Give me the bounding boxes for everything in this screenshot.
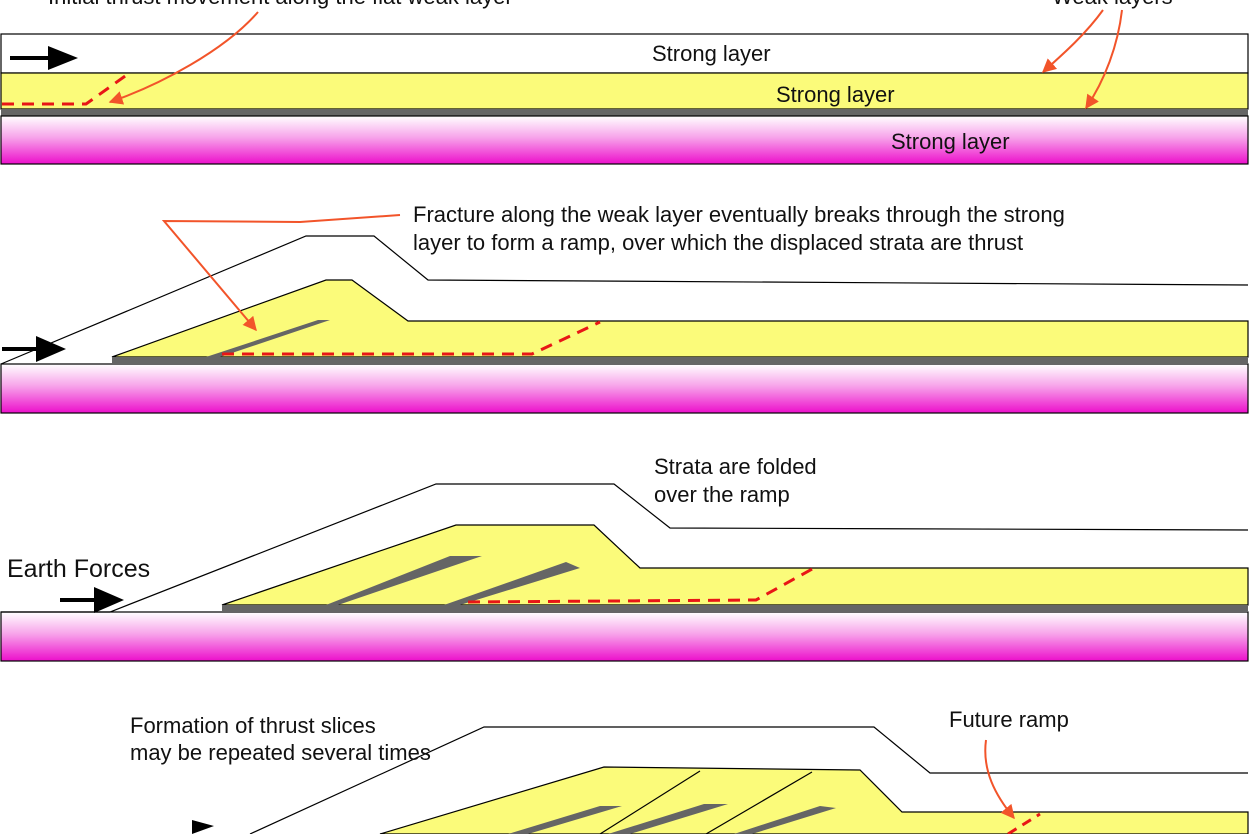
weak-layer-ramp (206, 320, 330, 357)
pointer-to-initial-fracture (108, 11, 259, 105)
middle-layer-label: Strong layer (776, 82, 895, 107)
panel-1-initial-thrust: Initial thrust movement along the flat w… (0, 0, 1249, 165)
yellow-thrust-sheet (111, 279, 1249, 358)
top-layer-label: Strong layer (652, 41, 771, 66)
slice-boundaries (599, 770, 813, 834)
thrust-arrow-icon (192, 820, 214, 834)
weak-layer-flat (112, 357, 1248, 364)
fracture-line (467, 566, 815, 604)
panel-4-thrust-slices: Formation of thrust slices may be repeat… (130, 707, 1249, 834)
weak-layer-ramp-2 (444, 562, 580, 605)
bottom-layer-label: Strong layer (891, 129, 1010, 154)
yellow-thrust-sheet (379, 766, 1249, 834)
yellow-thrust-sheet (221, 524, 1249, 606)
panel-2-ramp-formation: Fracture along the weak layer eventually… (0, 202, 1249, 414)
future-ramp-label: Future ramp (949, 707, 1069, 732)
weak-layer (1, 109, 1248, 116)
pointer-to-lower-weak-layer (1085, 9, 1123, 110)
weak-layer-ramp-2 (608, 804, 728, 834)
middle-strong-layer (0, 72, 1249, 110)
caption-fold-line1: Strata are folded (654, 454, 817, 479)
caption-slices-line2: may be repeated several times (130, 740, 431, 765)
thrust-arrow-icon (10, 46, 78, 70)
weak-layer-ramp-1 (508, 806, 622, 834)
weak-layer-ramp-1 (326, 556, 482, 605)
basement-layer (0, 611, 1249, 662)
thrust-arrow-icon (2, 336, 66, 362)
future-fracture-line (1007, 812, 1041, 834)
thrust-arrow-icon (60, 587, 124, 613)
upper-strata-outline (249, 726, 1248, 834)
pointer-to-future-ramp (984, 739, 1015, 820)
caption-fold-line2: over the ramp (654, 482, 790, 507)
basement-layer (0, 363, 1249, 414)
panel-3-folding: Earth Forces Strata are folded over the … (0, 454, 1249, 662)
upper-strata-outline (0, 235, 1249, 365)
fracture-line (222, 320, 601, 356)
caption-slices-line1: Formation of thrust slices (130, 713, 376, 738)
pointer-to-ramp (161, 214, 401, 332)
bottom-strong-layer (0, 115, 1249, 165)
caption-initial-thrust: Initial thrust movement along the flat w… (48, 0, 513, 9)
weak-layer-flat (222, 605, 1248, 612)
caption-ramp-line2: layer to form a ramp, over which the dis… (413, 230, 1023, 255)
caption-ramp-line1: Fracture along the weak layer eventually… (413, 202, 1065, 227)
upper-strata-outline (1, 483, 1249, 613)
initial-fracture-line (2, 72, 129, 106)
weak-layer-ramp-3 (734, 806, 836, 834)
weak-layers-label: Weak layers (1052, 0, 1173, 9)
earth-forces-label: Earth Forces (7, 555, 150, 583)
pointer-to-upper-weak-layer (1041, 9, 1104, 73)
